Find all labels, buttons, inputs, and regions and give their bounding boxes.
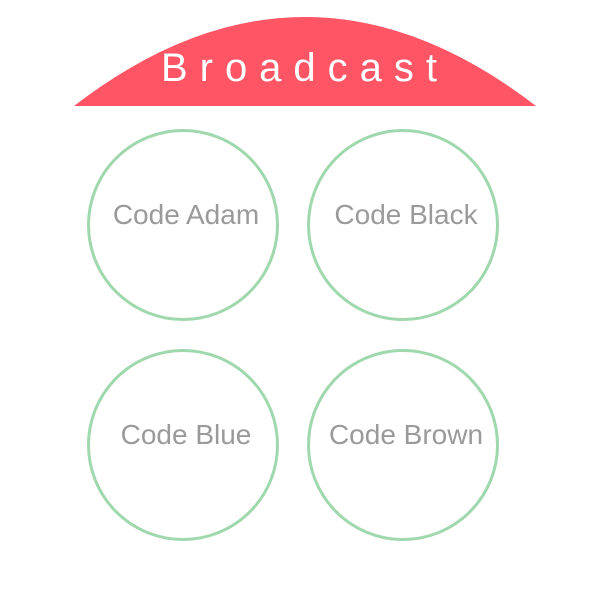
code-black-label: Code Black bbox=[334, 199, 478, 230]
code-brown-button[interactable]: Code Brown bbox=[307, 349, 499, 541]
code-brown-label: Code Brown bbox=[328, 419, 484, 450]
code-adam-label: Code Adam bbox=[112, 199, 260, 230]
broadcast-header: Broadcast bbox=[0, 0, 610, 106]
code-adam-button[interactable]: Code Adam bbox=[87, 129, 279, 321]
header-arc-shape bbox=[74, 17, 536, 106]
code-blue-button[interactable]: Code Blue bbox=[87, 349, 279, 541]
page-title: Broadcast bbox=[160, 46, 450, 90]
code-blue-label: Code Blue bbox=[120, 419, 252, 450]
code-black-button[interactable]: Code Black bbox=[307, 129, 499, 321]
